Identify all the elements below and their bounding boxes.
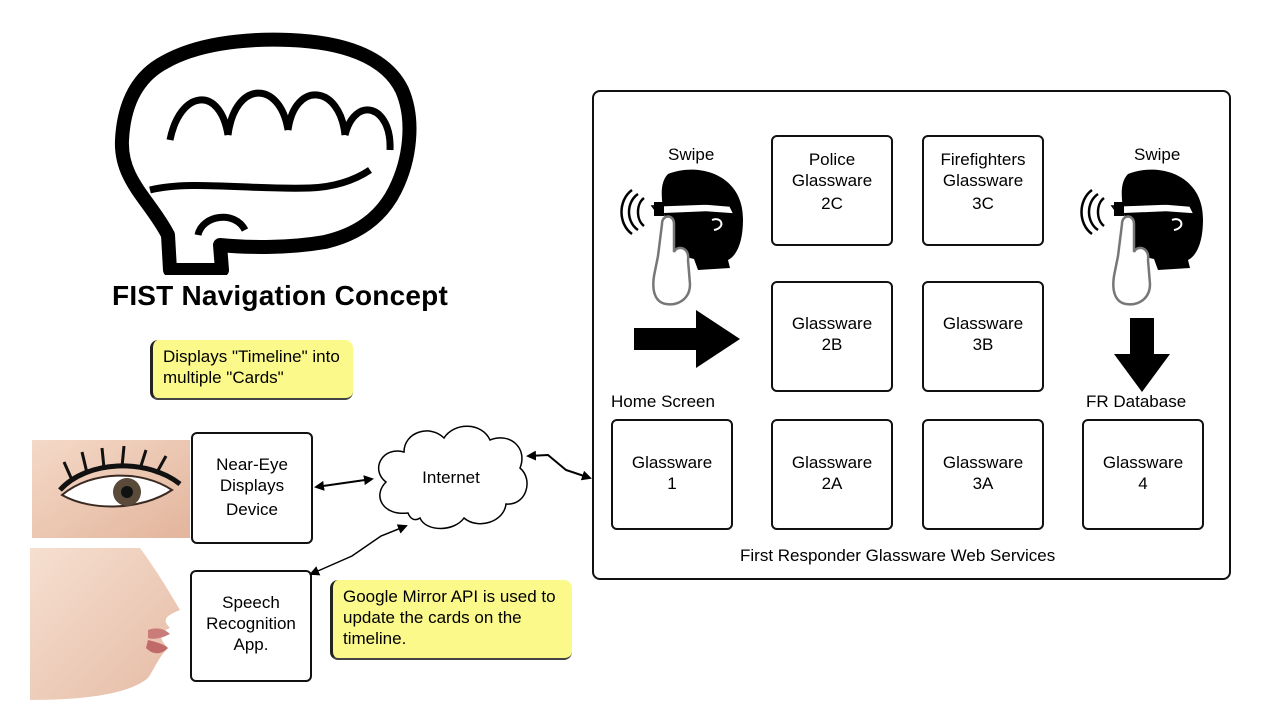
glassware-card-3b: Glassware 3B [922, 281, 1044, 392]
fr-database-label: FR Database [1086, 392, 1187, 411]
swipe-left-label: Swipe [668, 145, 715, 164]
card-2c-line-2: Glassware [791, 171, 873, 190]
card-3a-line-1: Glassware [942, 453, 1024, 472]
card-1-line-2: 1 [667, 474, 677, 493]
card-2c-line-1: Police [808, 150, 856, 169]
card-2a-line-2: 2A [821, 474, 843, 493]
eye-image [32, 440, 190, 538]
internet-cloud-icon [377, 425, 528, 530]
home-screen-label: Home Screen [611, 392, 715, 411]
card-3a-line-2: 3A [972, 474, 994, 493]
mouth-image [30, 548, 190, 700]
swipe-head-right-icon [1080, 169, 1203, 306]
near-eye-label-3: Device [226, 500, 278, 519]
glassware-card-4: Glassware 4 [1082, 419, 1204, 530]
card-2a-line-1: Glassware [791, 453, 873, 472]
internet-label: Internet [422, 468, 480, 487]
glassware-card-2a: Glassware 2A [771, 419, 893, 530]
near-eye-label-2: Displays [219, 476, 285, 495]
right-arrow-icon [634, 310, 740, 368]
speech-label-3: App. [233, 635, 269, 654]
fist-icon [114, 32, 417, 275]
card-3b-line-1: Glassware [942, 314, 1024, 333]
card-1-line-1: Glassware [631, 453, 713, 472]
card-2b-line-2: 2B [821, 335, 843, 354]
page-title: FIST Navigation Concept [112, 280, 448, 311]
speech-recognition-box: Speech Recognition App. [190, 570, 312, 682]
swipe-head-left-icon [620, 169, 743, 306]
near-eye-device-box: Near-Eye Displays Device [191, 432, 313, 544]
web-services-panel [592, 90, 1231, 580]
glassware-card-2b: Glassware 2B [771, 281, 893, 392]
glassware-card-3a: Glassware 3A [922, 419, 1044, 530]
glassware-card-2c: Police Glassware 2C [771, 135, 893, 246]
glassware-card-3c: Firefighters Glassware 3C [922, 135, 1044, 246]
speech-label-1: Speech [222, 593, 280, 612]
card-4-line-2: 4 [1138, 474, 1148, 493]
card-3c-line-3: 3C [972, 194, 994, 213]
card-2c-line-3: 2C [821, 194, 843, 213]
near-eye-label-1: Near-Eye [216, 455, 288, 474]
swipe-right-label: Swipe [1134, 145, 1181, 164]
speech-label-2: Recognition [206, 614, 296, 633]
card-3c-line-2: Glassware [942, 171, 1024, 190]
mirror-api-note: Google Mirror API is used to update the … [330, 580, 572, 660]
card-3c-line-1: Firefighters [940, 150, 1026, 169]
timeline-note: Displays "Timeline" into multiple "Cards… [150, 340, 353, 400]
down-arrow-icon [1114, 318, 1170, 392]
card-2b-line-1: Glassware [791, 314, 873, 333]
panel-caption: First Responder Glassware Web Services [740, 546, 1056, 565]
glassware-card-1: Glassware 1 [611, 419, 733, 530]
card-3b-line-2: 3B [972, 335, 994, 354]
card-4-line-1: Glassware [1102, 453, 1184, 472]
